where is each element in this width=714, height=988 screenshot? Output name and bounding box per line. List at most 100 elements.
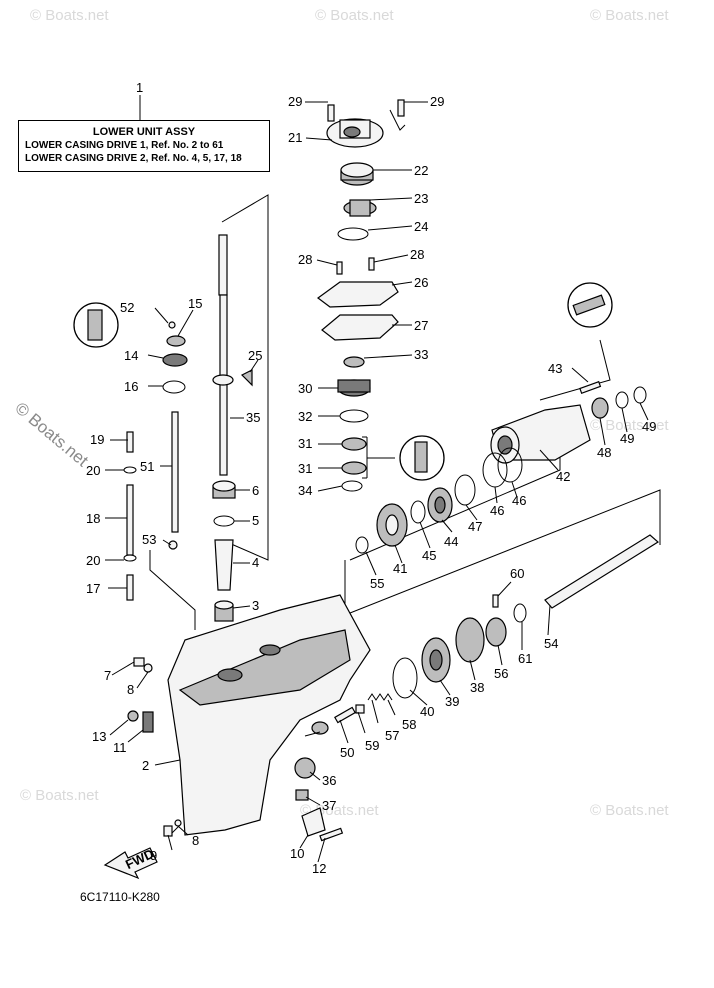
callout-34: 34: [298, 483, 312, 498]
callout-49: 49: [620, 431, 634, 446]
callout-43: 43: [548, 361, 562, 376]
callout-10: 10: [290, 846, 304, 861]
callout-18: 18: [86, 511, 100, 526]
callout-1: 1: [136, 80, 143, 95]
washer: [341, 480, 363, 492]
callout-5: 5: [252, 513, 259, 528]
left-column-parts: [123, 321, 188, 601]
grease-symbol: [73, 302, 119, 348]
grease-symbol: [567, 282, 613, 328]
callout-11: 11: [113, 740, 127, 755]
callout-46b: 46: [512, 493, 526, 508]
callout-44: 44: [444, 534, 458, 549]
pump-insert: [340, 162, 374, 186]
pump-housing: [326, 99, 405, 148]
callout-9: 9: [150, 848, 157, 863]
callout-58: 58: [402, 717, 416, 732]
callout-8b: 8: [192, 833, 199, 848]
callout-7: 7: [104, 668, 111, 683]
callout-61: 61: [518, 651, 532, 666]
callout-52: 52: [120, 300, 134, 315]
callout-17: 17: [86, 581, 100, 596]
callout-28: 28: [298, 252, 312, 267]
callout-51: 51: [140, 459, 154, 474]
callout-57: 57: [385, 728, 399, 743]
watermark-text: © Boats.net: [11, 399, 92, 471]
callout-29: 29: [288, 94, 302, 109]
callout-41: 41: [393, 561, 407, 576]
callout-40: 40: [420, 704, 434, 719]
oil-seal: [341, 437, 367, 451]
watermark-text: © Boats.net: [20, 787, 99, 804]
watermark-text: © Boats.net: [590, 802, 669, 819]
collar: [214, 600, 234, 622]
frame-lines: [139, 95, 661, 836]
callout-30: 30: [298, 381, 312, 396]
callout-27: 27: [414, 318, 428, 333]
dowel-pin: [336, 261, 343, 275]
drive-shaft-sleeve: [214, 539, 234, 591]
callout-20b: 20: [86, 553, 100, 568]
callout-49b: 49: [642, 419, 656, 434]
diagram-code: 6C17110-K280: [80, 890, 160, 904]
gear-case-parts: [294, 380, 660, 842]
woodruff-key: [240, 369, 253, 387]
callout-59: 59: [365, 738, 379, 753]
callout-37: 37: [322, 798, 336, 813]
assembly-title: LOWER UNIT ASSY: [92, 126, 196, 138]
callout-21: 21: [288, 130, 302, 145]
callout-23: 23: [414, 191, 428, 206]
leader-lines: [105, 101, 649, 863]
callout-31b: 31: [298, 461, 312, 476]
callout-25: 25: [248, 348, 262, 363]
callout-47: 47: [468, 519, 482, 534]
callout-60: 60: [510, 566, 524, 581]
callout-22: 22: [414, 163, 428, 178]
assembly-line-2: LOWER CASING DRIVE 2, Ref. No. 4, 5, 17,…: [25, 153, 242, 164]
callout-46: 46: [490, 503, 504, 518]
callout-55: 55: [370, 576, 384, 591]
callout-45: 45: [422, 548, 436, 563]
callout-14: 14: [124, 348, 138, 363]
callout-15: 15: [188, 296, 202, 311]
callout-20: 20: [86, 463, 100, 478]
callout-16: 16: [124, 379, 138, 394]
callout-3: 3: [252, 598, 259, 613]
callout-26: 26: [414, 275, 428, 290]
callout-56: 56: [494, 666, 508, 681]
grease-symbol: [399, 435, 445, 481]
callout-38: 38: [470, 680, 484, 695]
lower-casing: [167, 594, 371, 836]
callout-13: 13: [92, 729, 106, 744]
callout-19: 19: [90, 432, 104, 447]
callout-39: 39: [445, 694, 459, 709]
oil-seal: [343, 356, 365, 368]
callout-54: 54: [544, 636, 558, 651]
callout-8: 8: [127, 682, 134, 697]
callout-48: 48: [597, 445, 611, 460]
drive-shaft: [212, 234, 234, 476]
callout-12: 12: [312, 861, 326, 876]
assembly-reference-box: LOWER UNIT ASSY LOWER CASING DRIVE 1, Re…: [18, 120, 270, 172]
bearing-housing: [337, 379, 371, 397]
callout-35: 35: [246, 410, 260, 425]
watermark-text: © Boats.net: [590, 417, 669, 434]
callout-36: 36: [322, 773, 336, 788]
callout-50: 50: [340, 745, 354, 760]
outer-plate: [316, 281, 399, 308]
callout-42: 42: [556, 469, 570, 484]
callout-6: 6: [252, 483, 259, 498]
outer-plate-gasket: [321, 314, 399, 341]
oil-seal: [341, 461, 367, 475]
watermark-text: © Boats.net: [590, 7, 669, 24]
callout-24: 24: [414, 219, 428, 234]
callout-4: 4: [252, 555, 259, 570]
watermark-text: © Boats.net: [315, 7, 394, 24]
dowel-pin: [368, 257, 375, 271]
callout-33: 33: [414, 347, 428, 362]
callout-32: 32: [298, 409, 312, 424]
callout-29b: 29: [430, 94, 444, 109]
washer: [213, 515, 235, 527]
callout-53: 53: [142, 532, 156, 547]
